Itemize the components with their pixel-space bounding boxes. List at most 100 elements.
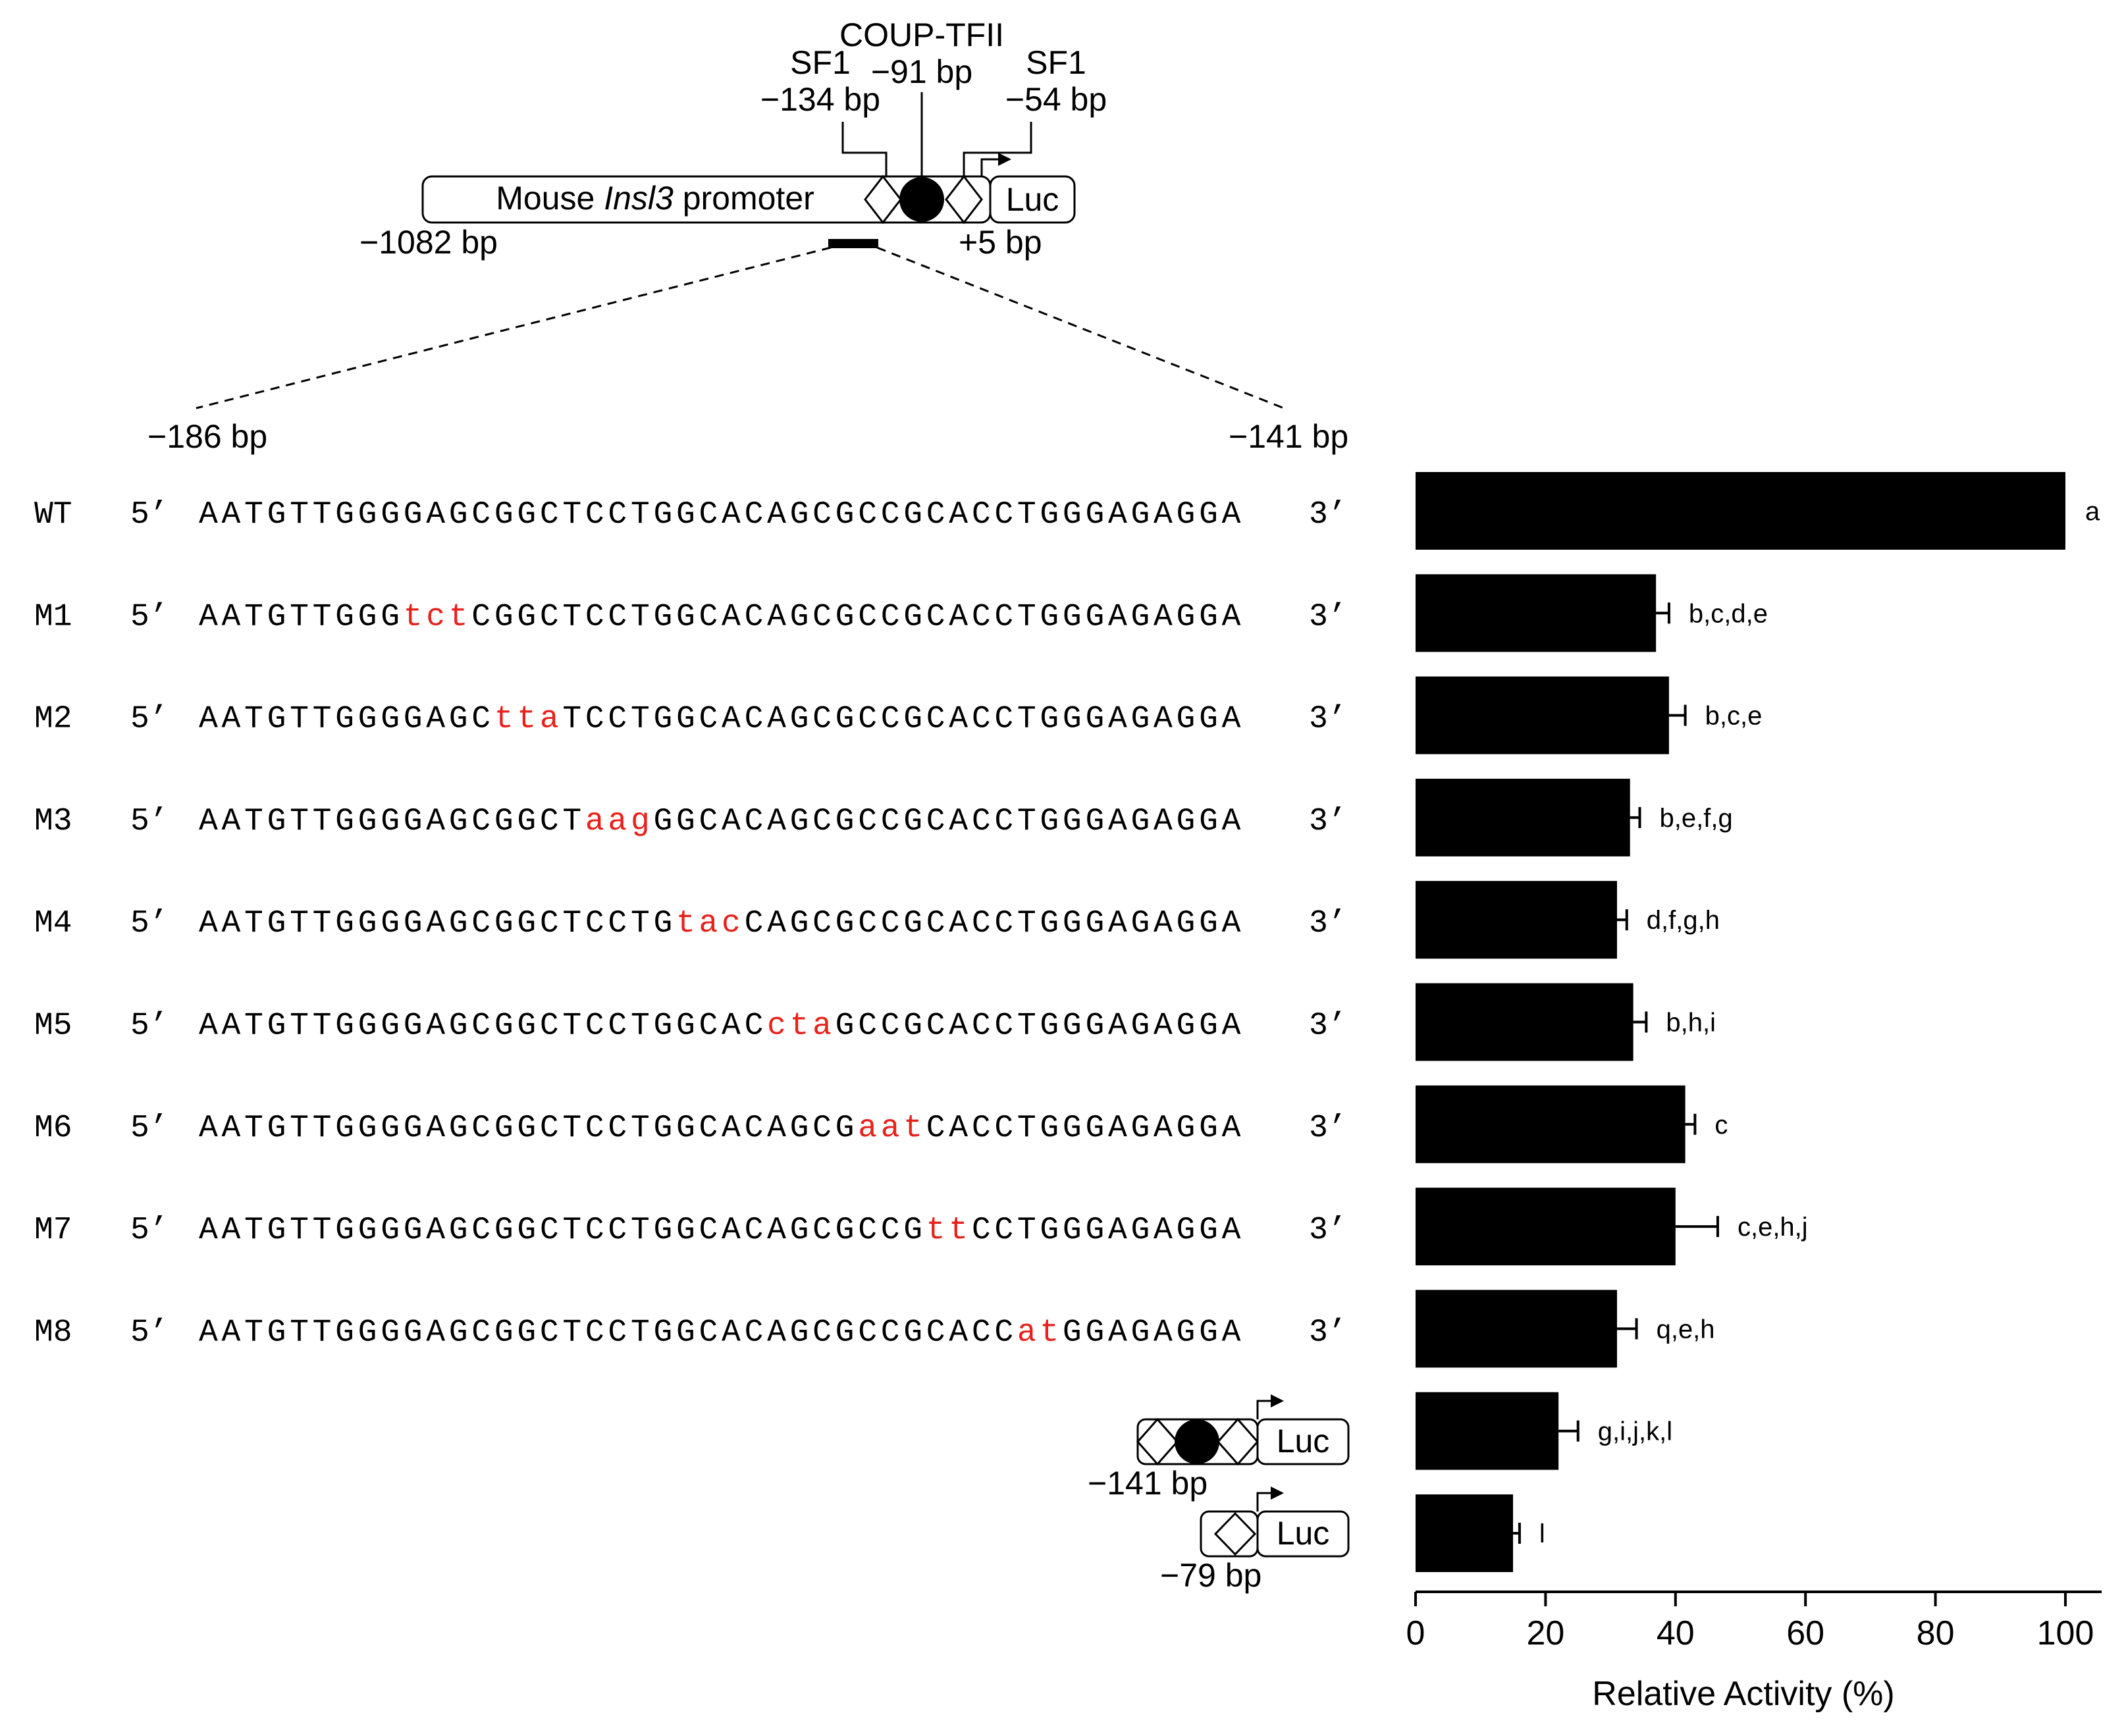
bar-group: b,h,i: [1416, 983, 1716, 1061]
sf1-left-label: SF1: [790, 44, 851, 81]
sequence-unmutated-3: TCCTGGCACAGCGCCGCACCTGGGAGAGGA: [562, 702, 1240, 737]
significance-label: b,h,i: [1666, 1009, 1716, 1038]
significance-label: c: [1714, 1111, 1728, 1140]
bars: ab,c,d,eb,c,eb,e,f,gd,f,g,hb,h,icc,e,h,j…: [1416, 472, 2100, 1572]
sequence-unmutated-5: AATGTTGGGGAGC: [199, 702, 491, 737]
sequence-row: M8 5’ AATGTTGGGGAGCGGCTCCTGGCACAGCGCCGCACC…: [34, 1315, 1347, 1350]
sequence-unmutated-5: AATGTTGGGGAGCGGCTCCTGGCACAGCGCCGCACCTGGG…: [199, 497, 1241, 533]
sequence-unmutated-3: CAGCGCCGCACCTGGGAGAGGA: [745, 906, 1241, 941]
significance-label: c,e,h,j: [1738, 1213, 1808, 1242]
bar: [1416, 676, 1669, 754]
tss-arrow: [1256, 1400, 1272, 1419]
significance-label: b,e,f,g: [1660, 804, 1733, 833]
promoter-label: Mouse Insl3 promoter: [496, 180, 814, 217]
tss-arrow-head: [1271, 1394, 1284, 1407]
coup-tfii-site-circle: [899, 177, 944, 222]
x-tick-label: 0: [1406, 1614, 1425, 1652]
significance-label: g,i,j,k,l: [1598, 1417, 1672, 1446]
three-prime-label: 3’: [1309, 497, 1347, 533]
sequence-unmutated-5: AATGTTGGGGAGCGGCTCCTGGCACAGCGCCG: [199, 1213, 922, 1248]
sequence-mutation: tac: [676, 906, 741, 941]
sequence-unmutated-3: GCCGCACCTGGGAGAGGA: [836, 1009, 1241, 1044]
bar: [1416, 1085, 1686, 1163]
tss-arrow-head: [998, 153, 1011, 166]
sequence-mutation: aat: [858, 1111, 922, 1146]
row-name: M8: [34, 1315, 72, 1350]
bar-chart: ab,c,d,eb,c,eb,e,f,gd,f,g,hb,h,icc,e,h,j…: [1406, 472, 2102, 1713]
sequence-unmutated-3: CGGCTCCTGGCACAGCGCCGCACCTGGGAGAGGA: [471, 599, 1240, 635]
sequence-unmutated-5: AATGTTGGGGAGCGGCTCCTG: [199, 906, 672, 941]
x-tick-label: 100: [2037, 1614, 2094, 1652]
bar-group: b,e,f,g: [1416, 778, 1733, 856]
start-position: −1082 bp: [359, 224, 498, 261]
bar: [1416, 778, 1630, 856]
x-tick-label: 20: [1526, 1614, 1564, 1652]
sf1-right-leader: [963, 122, 1032, 178]
significance-label: b,c,d,e: [1689, 599, 1768, 628]
end-position: +5 bp: [959, 224, 1042, 261]
bar-group: g,i,j,k,l: [1416, 1392, 1672, 1470]
sequence-mutation: tt: [926, 1213, 968, 1248]
sequence-mutation: tct: [404, 599, 468, 635]
bar-group: c: [1416, 1085, 1728, 1163]
row-name: M2: [34, 702, 72, 737]
sequence-mutation: tta: [494, 702, 559, 737]
sf1-site-diamond: [945, 174, 983, 224]
truncation-construct-79: Luc −79 bp: [1160, 1486, 1350, 1594]
x-axis-label: Relative Activity (%): [1592, 1675, 1894, 1713]
five-prime-label: 5’: [130, 702, 169, 737]
three-prime-label: 3’: [1309, 1213, 1347, 1248]
construct-position: −79 bp: [1160, 1557, 1261, 1594]
sf1-right-label: SF1: [1026, 44, 1086, 81]
construct-position: −141 bp: [1088, 1465, 1208, 1502]
three-prime-label: 3’: [1309, 906, 1347, 941]
three-prime-label: 3’: [1309, 1111, 1347, 1146]
five-prime-label: 5’: [130, 497, 169, 533]
bar: [1416, 1290, 1617, 1368]
sequence-unmutated-5: AATGTTGGGGAGCGGCTCCTGGCACAGCG: [199, 1111, 854, 1146]
sequence-unmutated-5: AATGTTGGG: [199, 599, 400, 635]
significance-label: a: [2085, 497, 2100, 526]
significance-label: q,e,h: [1657, 1315, 1715, 1344]
bar: [1416, 1188, 1676, 1266]
luc-box: [989, 175, 1076, 224]
three-prime-label: 3’: [1309, 1009, 1347, 1044]
luc-box: [1256, 1418, 1350, 1465]
five-prime-label: 5’: [130, 906, 169, 941]
sequence-unmutated-5: AATGTTGGGGAGCGGCT: [199, 804, 581, 839]
five-prime-label: 5’: [130, 599, 169, 635]
promoter-diagram: COUP-TFII −91 bp SF1 −134 bp SF1 −54 bp …: [147, 16, 1348, 455]
sequence-mutation: aag: [585, 804, 650, 839]
row-name: M1: [34, 599, 72, 635]
five-prime-label: 5’: [130, 1315, 169, 1350]
sf1-left-leader: [841, 122, 888, 178]
row-name: M4: [34, 906, 72, 941]
zoom-line-left: [196, 246, 832, 409]
sequence-unmutated-3: CACCTGGGAGAGGA: [926, 1111, 1241, 1146]
bar-group: q,e,h: [1416, 1290, 1715, 1368]
sf1-left-position: −134 bp: [760, 81, 880, 118]
row-name: M3: [34, 804, 72, 839]
tss-arrow-head: [1271, 1486, 1284, 1500]
luc-label: Luc: [1277, 1423, 1330, 1460]
coup-tfii-site-circle: [1175, 1419, 1219, 1464]
sf1-site-diamond: [1213, 1512, 1257, 1556]
five-prime-label: 5’: [130, 804, 169, 839]
sequence-unmutated-3: GGAGAGGA: [1063, 1315, 1241, 1350]
